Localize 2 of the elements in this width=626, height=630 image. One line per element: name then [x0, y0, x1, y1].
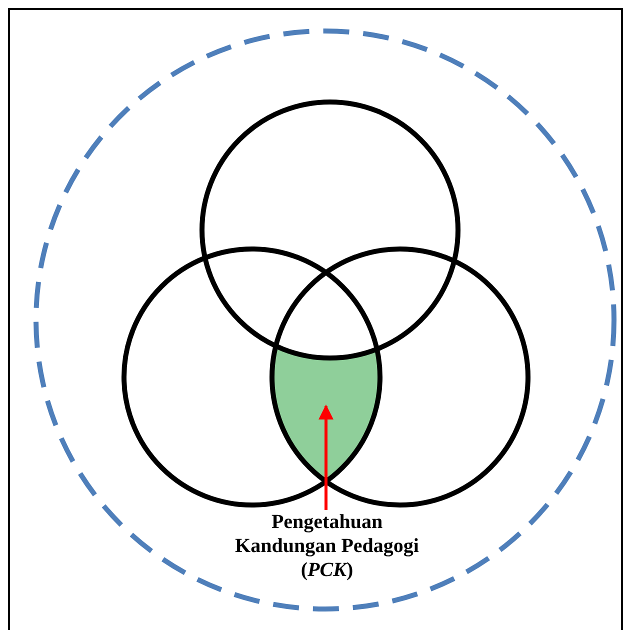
leader-arrow [318, 404, 334, 510]
region-label: Pengetahuan Kandungan Pedagogi (PCK) [222, 510, 432, 582]
